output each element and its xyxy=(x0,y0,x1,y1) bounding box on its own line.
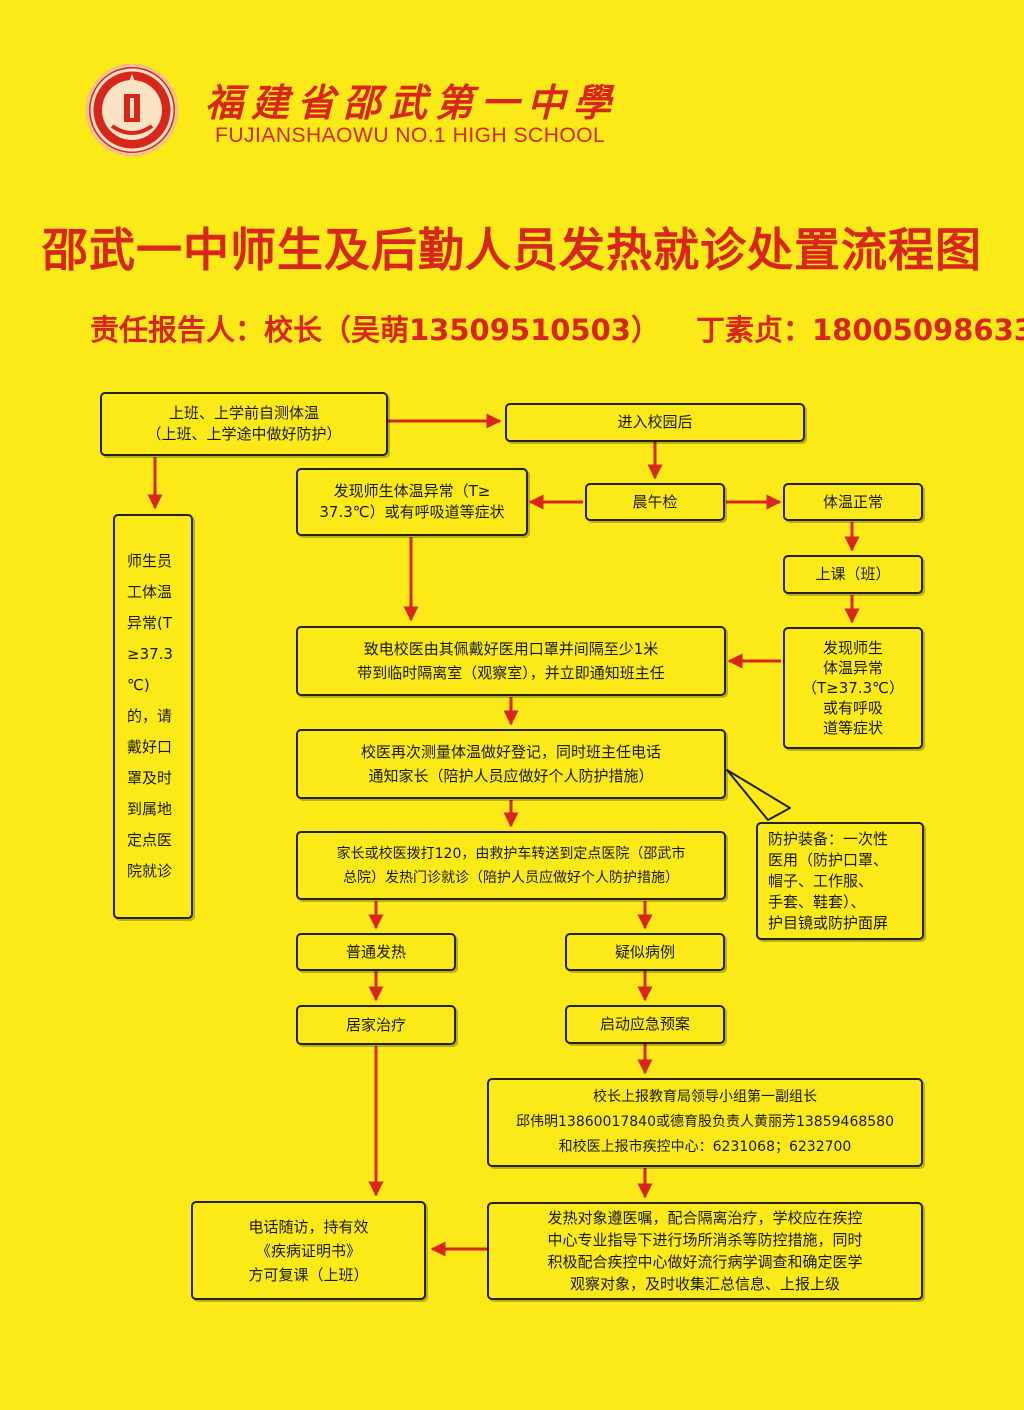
remeasure-line1: 校医再次测量体温做好登记，同时班主任电话 xyxy=(360,743,661,761)
remeasure-box: 校医再次测量体温做好登记，同时班主任电话 通知家长（陪护人员应做好个人防护措施） xyxy=(296,729,726,799)
morning-check-label: 晨午检 xyxy=(632,492,678,511)
callout-pointer xyxy=(726,769,791,821)
page-title: 邵武一中师生及后勤人员发热就诊处置流程图 xyxy=(42,223,982,277)
isolation-line2: 带到临时隔离室（观察室），并立即通知班主任 xyxy=(357,664,665,682)
enter-campus-label: 进入校园后 xyxy=(617,413,693,431)
common-fever-label: 普通发热 xyxy=(345,942,406,961)
abnormal-later-line4: 或有呼吸 xyxy=(822,699,883,717)
temp-normal-box: 体温正常 xyxy=(783,483,923,521)
follow-medical-line4: 观察对象，及时收集汇总信息、上报上级 xyxy=(569,1275,840,1293)
school-name-cn: 福建省邵武第一中學 xyxy=(205,80,620,125)
suspected-case-label: 疑似病例 xyxy=(614,942,675,961)
isolation-box: 致电校医由其佩戴好医用口罩并间隔至少1米 带到临时隔离室（观察室），并立即通知班… xyxy=(296,626,726,696)
staff-abnormal-line11: 院就诊 xyxy=(127,862,173,880)
abnormal-later-line2: 体温异常 xyxy=(822,659,883,677)
isolation-line1: 致电校医由其佩戴好医用口罩并间隔至少1米 xyxy=(363,640,659,658)
follow-medical-line1: 发热对象遵医嘱，配合隔离治疗，学校应在疾控 xyxy=(547,1209,863,1227)
follow-medical-line2: 中心专业指导下进行场所消杀等防控措施，同时 xyxy=(547,1231,863,1249)
emergency-plan-box: 启动应急预案 xyxy=(565,1005,725,1044)
staff-abnormal-line5: ℃) xyxy=(127,676,150,694)
return-line1: 电话随访，持有效 xyxy=(248,1217,369,1236)
school-emblem-icon xyxy=(86,64,178,156)
protection-note-line1: 防护装备：一次性 xyxy=(768,829,889,848)
report-line3: 和校医上报市疾控中心：6231068；6232700 xyxy=(558,1139,852,1155)
morning-check-box: 晨午检 xyxy=(585,483,725,521)
staff-abnormal-line7: 戴好口 xyxy=(127,738,173,756)
reporter-line: 责任报告人：校长（吴萌13509510503） 丁素贞：18005098633 xyxy=(90,307,1024,349)
enter-campus-box: 进入校园后 xyxy=(505,403,805,442)
self-check-line1: 上班、上学前自测体温 xyxy=(168,404,319,422)
home-treatment-box: 居家治疗 xyxy=(296,1005,456,1045)
staff-abnormal-line1: 师生员 xyxy=(127,552,173,570)
staff-abnormal-line10: 定点医 xyxy=(127,831,173,849)
abnormal-found-box: 发现师生体温异常（T≥ 37.3℃）或有呼吸道等症状 xyxy=(296,468,528,536)
reporter-principal: 责任报告人：校长（吴萌13509510503） xyxy=(90,313,660,347)
school-name-en: FUJIANSHAOWU NO.1 HIGH SCHOOL xyxy=(215,124,606,147)
suspected-case-box: 疑似病例 xyxy=(565,933,725,971)
protection-note-line5: 护目镜或防护面屏 xyxy=(768,913,889,932)
protection-note-line3: 帽子、工作服、 xyxy=(768,871,874,890)
protection-note-box: 防护装备：一次性 医用（防护口罩、 帽子、工作服、 手套、鞋套）、 护目镜或防护… xyxy=(756,822,924,940)
emergency-plan-label: 启动应急预案 xyxy=(599,1015,690,1033)
class-start-box: 上课（班） xyxy=(783,555,923,594)
hospital-line2: 总院）发热门诊就诊（陪护人员应做好个人防护措施） xyxy=(343,869,679,886)
return-line2: 《疾病证明书》 xyxy=(255,1241,361,1260)
return-line3: 方可复课（上班） xyxy=(248,1265,369,1284)
staff-abnormal-line8: 罩及时 xyxy=(127,769,173,787)
home-treatment-label: 居家治疗 xyxy=(345,1015,406,1034)
self-check-box: 上班、上学前自测体温 （上班、上学途中做好防护） xyxy=(100,392,388,456)
abnormal-later-box: 发现师生 体温异常 （T≥37.3℃） 或有呼吸 道等症状 xyxy=(783,627,923,749)
hospital-box: 家长或校医拨打120，由救护车转送到定点医院（邵武市 总院）发热门诊就诊（陪护人… xyxy=(296,831,726,900)
temp-normal-label: 体温正常 xyxy=(822,492,883,511)
common-fever-box: 普通发热 xyxy=(296,933,456,971)
abnormal-found-line1: 发现师生体温异常（T≥ xyxy=(333,482,491,500)
staff-abnormal-line4: ≥37.3 xyxy=(127,645,173,663)
staff-abnormal-line6: 的，请 xyxy=(127,707,173,725)
self-check-line2: （上班、上学途中做好防护） xyxy=(146,425,342,443)
protection-note-line4: 手套、鞋套）、 xyxy=(768,892,866,911)
hospital-line1: 家长或校医拨打120，由救护车转送到定点医院（邵武市 xyxy=(336,845,686,862)
return-box: 电话随访，持有效 《疾病证明书》 方可复课（上班） xyxy=(191,1201,426,1300)
follow-medical-line3: 积极配合疾控中心做好流行病学调查和确定医学 xyxy=(547,1253,863,1271)
report-box: 校长上报教育局领导小组第一副组长 邱伟明13860017840或德育股负责人黄丽… xyxy=(487,1078,923,1167)
staff-abnormal-line9: 到属地 xyxy=(127,800,173,818)
reporter-deputy: 丁素贞：18005098633 xyxy=(695,313,1024,347)
report-line1: 校长上报教育局领导小组第一副组长 xyxy=(593,1089,817,1105)
abnormal-later-line1: 发现师生 xyxy=(822,639,883,657)
abnormal-later-line3: （T≥37.3℃） xyxy=(802,679,904,697)
report-line2: 邱伟明13860017840或德育股负责人黄丽芳13859468580 xyxy=(516,1114,894,1130)
abnormal-found-line2: 37.3℃）或有呼吸道等症状 xyxy=(319,503,505,521)
protection-note-line2: 医用（防护口罩、 xyxy=(768,850,889,869)
class-start-label: 上课（班） xyxy=(815,565,891,583)
staff-abnormal-line2: 工体温 xyxy=(127,583,173,601)
follow-medical-box: 发热对象遵医嘱，配合隔离治疗，学校应在疾控 中心专业指导下进行场所消杀等防控措施… xyxy=(487,1202,923,1300)
staff-abnormal-box: 师生员 工体温 异常(T ≥37.3 ℃) 的，请 戴好口 罩及时 到属地 定点… xyxy=(113,514,193,919)
abnormal-later-line5: 道等症状 xyxy=(822,719,883,737)
staff-abnormal-line3: 异常(T xyxy=(127,614,173,632)
remeasure-line2: 通知家长（陪护人员应做好个人防护措施） xyxy=(368,767,654,785)
